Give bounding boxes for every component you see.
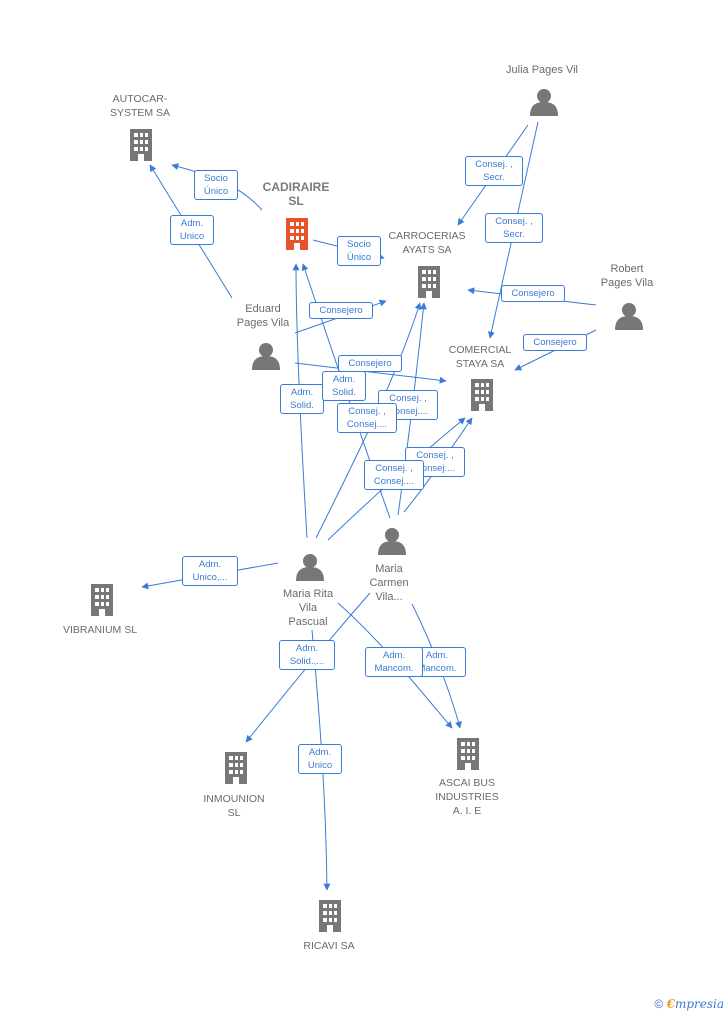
autocar-building-icon[interactable] xyxy=(130,129,152,161)
inmounion-building-icon[interactable] xyxy=(225,752,247,784)
mariarita-person-icon[interactable] xyxy=(296,554,324,581)
node-label-mariacarmen[interactable]: Maria Carmen Vila... xyxy=(369,563,409,603)
mariacarmen-person-icon[interactable] xyxy=(378,528,406,555)
edge-label-adm-solid[interactable]: Adm. Solid.,... xyxy=(279,640,335,670)
node-label-julia[interactable]: Julia Pages Vil xyxy=(506,64,578,76)
edge-label-consej-secr[interactable]: Consej. , Secr. xyxy=(485,213,543,243)
edge-label-consej-consej[interactable]: Consej. , Consej.... xyxy=(337,403,397,433)
edge-label-consejero[interactable]: Consejero xyxy=(338,355,402,372)
vibranium-building-icon[interactable] xyxy=(91,584,113,616)
footer-brand: © €mpresia xyxy=(654,997,724,1011)
cadiraire-building-icon[interactable] xyxy=(286,218,308,250)
edge-label-adm-unico[interactable]: Adm. Unico xyxy=(298,744,342,774)
copyright-symbol: © xyxy=(654,997,664,1011)
node-label-cadiraire[interactable]: CADIRAIRE SL xyxy=(262,180,330,208)
ascai-building-icon[interactable] xyxy=(457,738,479,770)
edge-label-consej-secr[interactable]: Consej. , Secr. xyxy=(465,156,523,186)
julia-person-icon[interactable] xyxy=(530,89,558,116)
edge-label-socio-unico[interactable]: Socio Único xyxy=(194,170,238,200)
node-label-comercial[interactable]: COMERCIAL STAYA SA xyxy=(448,344,512,370)
node-label-mariarita[interactable]: Maria Rita Vila Pascual xyxy=(282,588,334,628)
node-label-carrocerias[interactable]: CARROCERIAS AYATS SA xyxy=(388,230,466,256)
node-label-ascai[interactable]: ASCAI BUS INDUSTRIES A. I. E xyxy=(435,777,499,817)
edge-eduard-comercial xyxy=(294,362,447,384)
edge-label-consejero[interactable]: Consejero xyxy=(501,285,565,302)
node-label-vibranium[interactable]: VIBRANIUM SL xyxy=(62,624,138,636)
robert-person-icon[interactable] xyxy=(615,303,643,330)
edge-label-adm-unico[interactable]: Adm. Unico,... xyxy=(182,556,238,586)
carrocerias-building-icon[interactable] xyxy=(418,266,440,298)
edge-mariarita-cadiraire-a xyxy=(292,263,308,539)
edge-label-adm-mancom[interactable]: Adm. Mancom. xyxy=(365,647,423,677)
edge-label-adm-solid[interactable]: Adm. Solid. xyxy=(322,371,366,401)
edge-label-socio-unico[interactable]: Socio Único xyxy=(337,236,381,266)
eduard-person-icon[interactable] xyxy=(252,343,280,370)
comercial-building-icon[interactable] xyxy=(471,379,493,411)
edge-label-consejero[interactable]: Consejero xyxy=(523,334,587,351)
node-label-autocar[interactable]: AUTOCAR- SYSTEM SA xyxy=(109,93,171,119)
edge-label-consej-consej[interactable]: Consej. , Consej.... xyxy=(364,460,424,490)
edge-label-adm-solid[interactable]: Adm. Solid. xyxy=(280,384,324,414)
node-label-robert[interactable]: Robert Pages Vila xyxy=(600,263,654,289)
node-label-ricavi[interactable]: RICAVI SA xyxy=(303,940,355,952)
node-label-eduard[interactable]: Eduard Pages Vila xyxy=(236,303,290,329)
ricavi-building-icon[interactable] xyxy=(319,900,341,932)
edge-label-adm-unico[interactable]: Adm. Unico xyxy=(170,215,214,245)
node-label-inmounion[interactable]: INMOUNION SL xyxy=(203,793,265,819)
edge-label-consejero[interactable]: Consejero xyxy=(309,302,373,319)
edge-mariacarmen-inmounion xyxy=(245,592,371,743)
empresia-logo[interactable]: €mpresia xyxy=(666,997,724,1011)
